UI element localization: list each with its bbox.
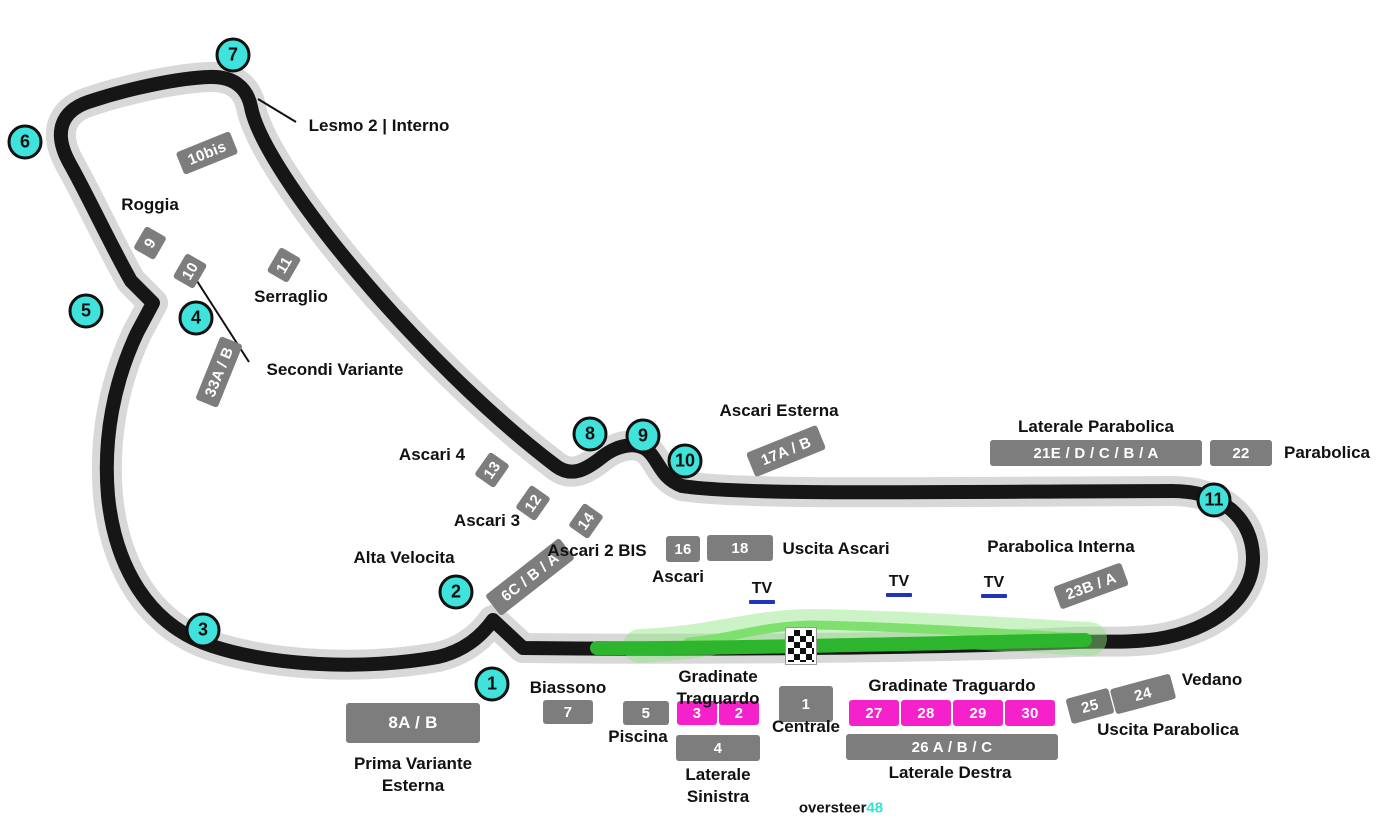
turn-marker-9: 9 <box>625 418 661 454</box>
stand-16: 16 <box>666 536 700 562</box>
label-serraglio: Serraglio <box>254 286 328 306</box>
turn-marker-1: 1 <box>474 666 510 702</box>
label-centrale: Centrale <box>771 716 841 736</box>
label-prima-variante-esterna: Prima Variante Esterna <box>353 753 473 795</box>
pit-lane <box>683 620 1090 647</box>
label-uscita-parabolica: Uscita Parabolica <box>1097 719 1239 739</box>
label-uscita-ascari: Uscita Ascari <box>782 538 890 558</box>
turn-marker-10: 10 <box>667 443 703 479</box>
watermark-accent: 48 <box>866 799 884 817</box>
turn-marker-6: 6 <box>7 124 43 160</box>
start-finish-straight-green <box>590 633 1092 656</box>
label-parabolica-interna: Parabolica Interna <box>987 536 1135 556</box>
tv-camera-marker-2: TV <box>886 573 912 597</box>
label-vedano: Vedano <box>1181 669 1243 689</box>
stand-7: 7 <box>543 700 593 724</box>
tv-underline <box>886 593 912 597</box>
stand-21e-d-c-b-a: 21E / D / C / B / A <box>990 440 1202 466</box>
tv-underline <box>981 594 1007 598</box>
label-ascari-2-bis: Ascari 2 BIS <box>547 540 647 560</box>
label-gradinate-traguardo: Gradinate Traguardo <box>868 675 1036 695</box>
label-gradinate-traguardo: Gradinate Traguardo <box>676 666 760 708</box>
label-secondi-variante: Secondi Variante <box>266 359 404 379</box>
turn-marker-5: 5 <box>68 293 104 329</box>
label-piscina: Piscina <box>608 726 668 746</box>
stand-3: 3 <box>677 701 717 725</box>
turn-marker-4: 4 <box>178 300 214 336</box>
stand-1: 1 <box>779 686 833 722</box>
label-laterale-parabolica: Laterale Parabolica <box>1018 416 1174 436</box>
stand-29: 29 <box>953 700 1003 726</box>
stand-2: 2 <box>719 701 759 725</box>
stand-28: 28 <box>901 700 951 726</box>
tv-camera-marker-3: TV <box>981 574 1007 598</box>
label-alta-velocita: Alta Velocita <box>353 547 455 567</box>
watermark: oversteer48 <box>799 800 883 817</box>
tv-label: TV <box>888 573 910 590</box>
label-biassono: Biassono <box>529 677 607 697</box>
stand-30: 30 <box>1005 700 1055 726</box>
label-roggia: Roggia <box>121 194 179 214</box>
turn-marker-2: 2 <box>438 574 474 610</box>
label-ascari: Ascari <box>652 566 704 586</box>
tv-label: TV <box>751 580 773 597</box>
tv-label: TV <box>983 574 1005 591</box>
turn-marker-3: 3 <box>185 612 221 648</box>
turn-marker-7: 7 <box>215 37 251 73</box>
turn-marker-11: 11 <box>1196 482 1232 518</box>
tv-underline <box>749 600 775 604</box>
track-core <box>54 69 1261 672</box>
pointer-line-lesmo2 <box>257 98 297 123</box>
stand-8a-b: 8A / B <box>346 703 480 743</box>
start-finish-flag <box>785 627 817 665</box>
label-ascari-4: Ascari 4 <box>398 444 466 464</box>
stand-27: 27 <box>849 700 899 726</box>
label-parabolica: Parabolica <box>1284 442 1370 462</box>
watermark-text: oversteer <box>798 799 867 817</box>
label-ascari-esterna: Ascari Esterna <box>719 400 839 420</box>
label-laterale-sinistra: Laterale Sinistra <box>685 764 751 806</box>
stand-5: 5 <box>623 701 669 725</box>
label-ascari-3: Ascari 3 <box>453 510 521 530</box>
label-lesmo-2-interno: Lesmo 2 | Interno <box>308 115 450 135</box>
stand-18: 18 <box>707 535 773 561</box>
stand-22: 22 <box>1210 440 1272 466</box>
tv-camera-marker-1: TV <box>749 580 775 604</box>
stand-4: 4 <box>676 735 760 761</box>
stand-26-a-b-c: 26 A / B / C <box>846 734 1058 760</box>
turn-marker-8: 8 <box>572 416 608 452</box>
label-laterale-destra: Laterale Destra <box>888 762 1012 782</box>
